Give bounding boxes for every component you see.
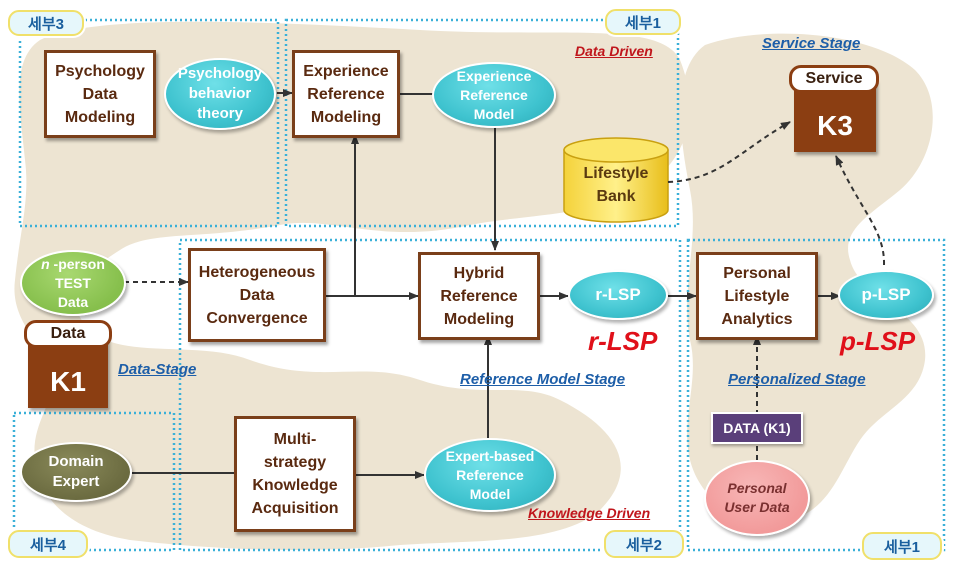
group-border-sub1-top xyxy=(284,18,680,228)
data-stage-label: Data-Stage xyxy=(118,361,197,378)
group-border-sub1-bottom xyxy=(686,238,946,552)
p-lsp-big-label: p-LSP xyxy=(840,326,916,356)
tag-sub1-bottom: 세부1 xyxy=(862,532,942,560)
tag-sub4: 세부4 xyxy=(8,530,88,558)
data-k1-badge: DATA (K1) xyxy=(711,412,803,444)
group-border-sub2 xyxy=(178,238,682,552)
arrow-bank-to-service xyxy=(667,121,791,183)
group-borders xyxy=(12,18,946,552)
psychology-data-modeling-box: Psychology Data Modeling xyxy=(44,50,156,138)
personal-lifestyle-analytics-box: Personal Lifestyle Analytics xyxy=(696,252,818,340)
heterogeneous-data-convergence-box: Heterogeneous Data Convergence xyxy=(188,248,326,342)
experience-reference-model-ellipse: Experience Reference Model xyxy=(432,62,556,128)
group-border-sub3 xyxy=(18,18,280,228)
group-border-sub4 xyxy=(12,411,176,552)
p-lsp-ellipse: p-LSP xyxy=(838,270,934,320)
r-lsp-big-label: r-LSP xyxy=(588,326,658,356)
n-person-prefix: n xyxy=(41,255,50,272)
experience-reference-modeling-box: Experience Reference Modeling xyxy=(292,50,400,138)
hybrid-reference-modeling-box: Hybrid Reference Modeling xyxy=(418,252,540,340)
personalized-stage-label: Personalized Stage xyxy=(728,371,866,388)
lifestyle-bank-cylinder xyxy=(563,137,669,223)
arrow-plsp-to-service xyxy=(835,155,886,266)
multi-strategy-knowledge-acquisition-box: Multi- strategy Knowledge Acquisition xyxy=(234,416,356,532)
tag-sub3: 세부3 xyxy=(8,10,84,36)
r-lsp-ellipse: r-LSP xyxy=(568,270,668,320)
tag-sub2: 세부2 xyxy=(604,530,684,558)
service-caption: Service xyxy=(789,65,879,93)
tag-sub1-top: 세부1 xyxy=(605,9,681,35)
lifestyle-bank-label: Lifestyle Bank xyxy=(583,165,649,205)
personal-user-data-ellipse: Personal User Data xyxy=(704,460,810,536)
service-stage-label: Service Stage xyxy=(762,35,861,52)
psychology-behavior-theory-ellipse: Psychology behavior theory xyxy=(164,58,276,130)
data-driven-label: Data Driven xyxy=(575,43,653,59)
data-caption: Data xyxy=(24,320,112,348)
expert-based-reference-model-ellipse: Expert-based Reference Model xyxy=(424,438,556,512)
reference-model-stage-label: Reference Model Stage xyxy=(460,371,626,388)
background-blob-main xyxy=(14,21,690,550)
n-person-text: n -person TEST Data xyxy=(41,255,105,312)
n-person-test-data-ellipse: n -person TEST Data xyxy=(20,250,126,316)
knowledge-driven-label: Knowledge Driven xyxy=(528,505,651,521)
domain-expert-ellipse: Domain Expert xyxy=(20,442,132,502)
n-person-rest: -person TEST Data xyxy=(53,255,105,310)
